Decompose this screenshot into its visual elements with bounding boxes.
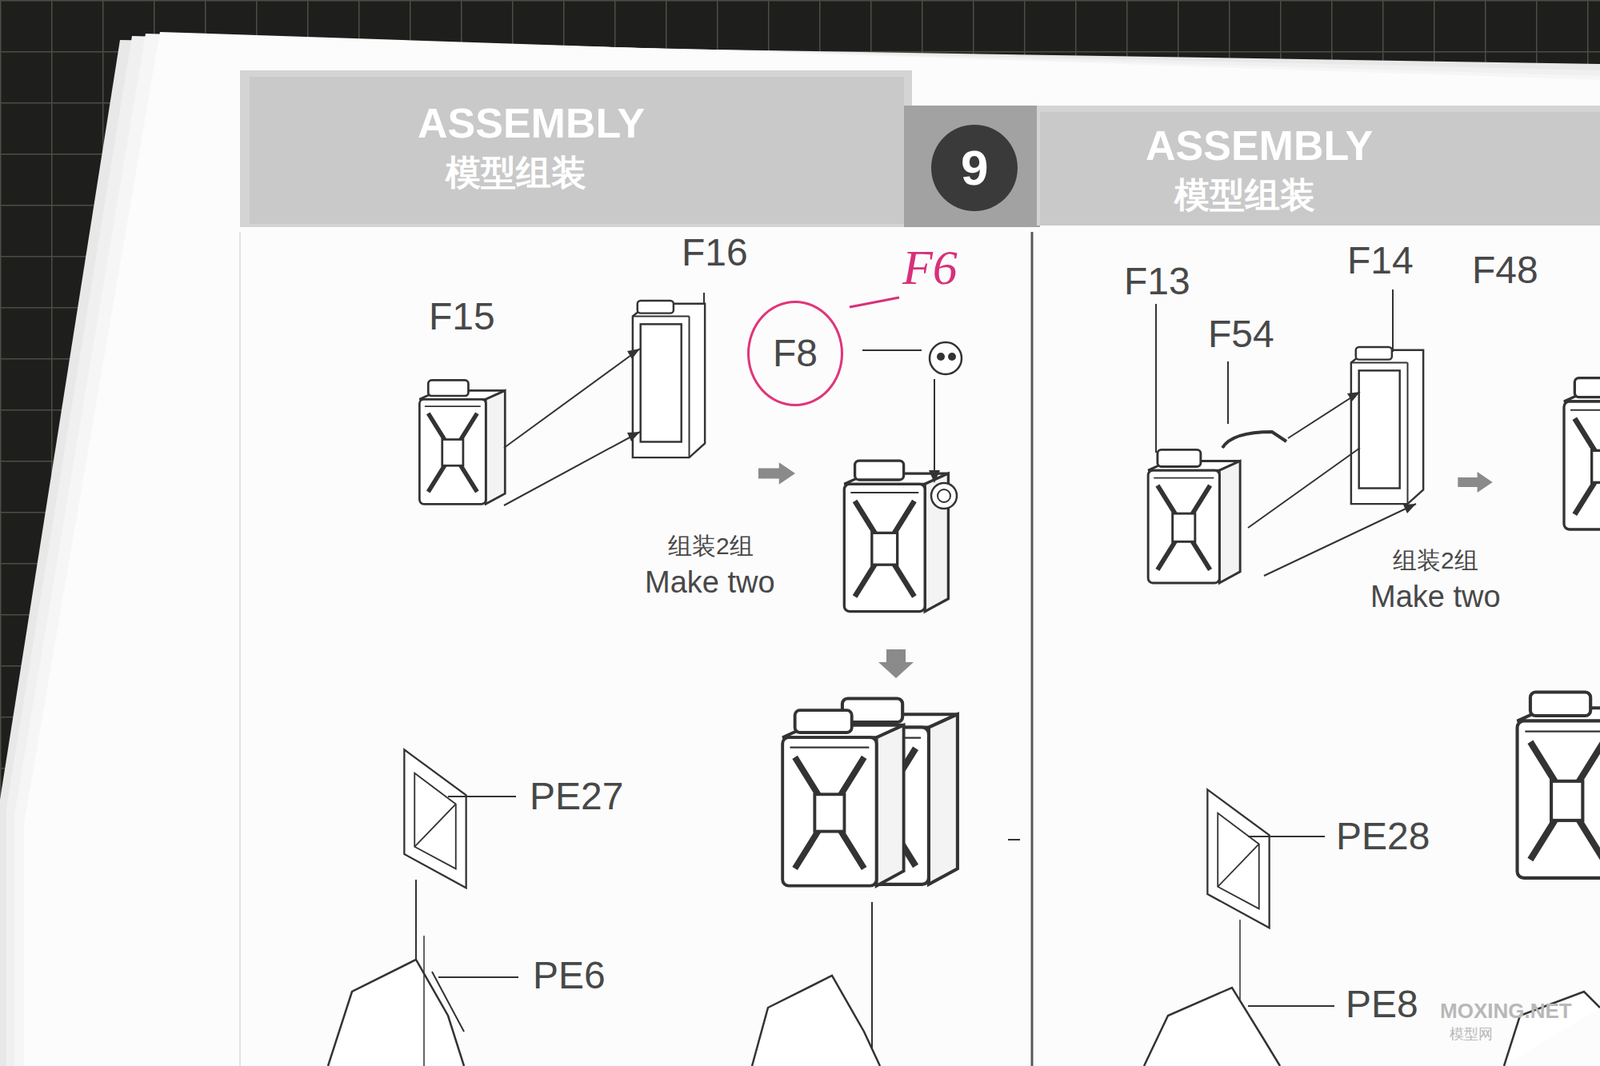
part-number: F48 bbox=[1472, 249, 1539, 292]
node-heading: F8 bbox=[772, 332, 818, 376]
handwritten-correction: F6 bbox=[902, 240, 958, 295]
node-heading: 9 bbox=[960, 140, 988, 196]
part-number: PE28 bbox=[1336, 816, 1430, 859]
right-illustration bbox=[1144, 289, 1600, 1066]
instruction-note: 组装2组 bbox=[1392, 547, 1479, 574]
node-subheading: 模型组装 bbox=[445, 153, 587, 192]
watermark: 模型网 bbox=[1449, 1027, 1493, 1044]
node-heading: ASSEMBLY bbox=[1145, 123, 1373, 169]
part-number: PE8 bbox=[1345, 984, 1419, 1027]
section-band: ASSEMBLY 模型组装 bbox=[249, 76, 904, 224]
part-number: F14 bbox=[1347, 240, 1414, 283]
instruction-note: Make two bbox=[1370, 580, 1501, 615]
part-number: F13 bbox=[1124, 260, 1191, 304]
handwritten-mark bbox=[849, 297, 900, 308]
watermark: MOXING.NET bbox=[1440, 1000, 1572, 1024]
node-subheading: 模型组装 bbox=[1174, 176, 1316, 215]
instruction-note: 组装2组 bbox=[668, 532, 754, 560]
marked-part-circle: F8 bbox=[747, 300, 844, 407]
part-number: F15 bbox=[428, 296, 496, 339]
part-number: F54 bbox=[1208, 313, 1275, 356]
instruction-note: Make two bbox=[644, 566, 776, 600]
part-number: F16 bbox=[681, 232, 748, 275]
left-illustration bbox=[328, 292, 1020, 1066]
section-band: ASSEMBLY 模型组装 bbox=[1040, 112, 1600, 226]
part-number: PE27 bbox=[529, 776, 624, 819]
step-number-circle: 9 bbox=[931, 124, 1018, 212]
node-heading: ASSEMBLY bbox=[417, 100, 645, 147]
part-number: PE6 bbox=[532, 955, 606, 998]
